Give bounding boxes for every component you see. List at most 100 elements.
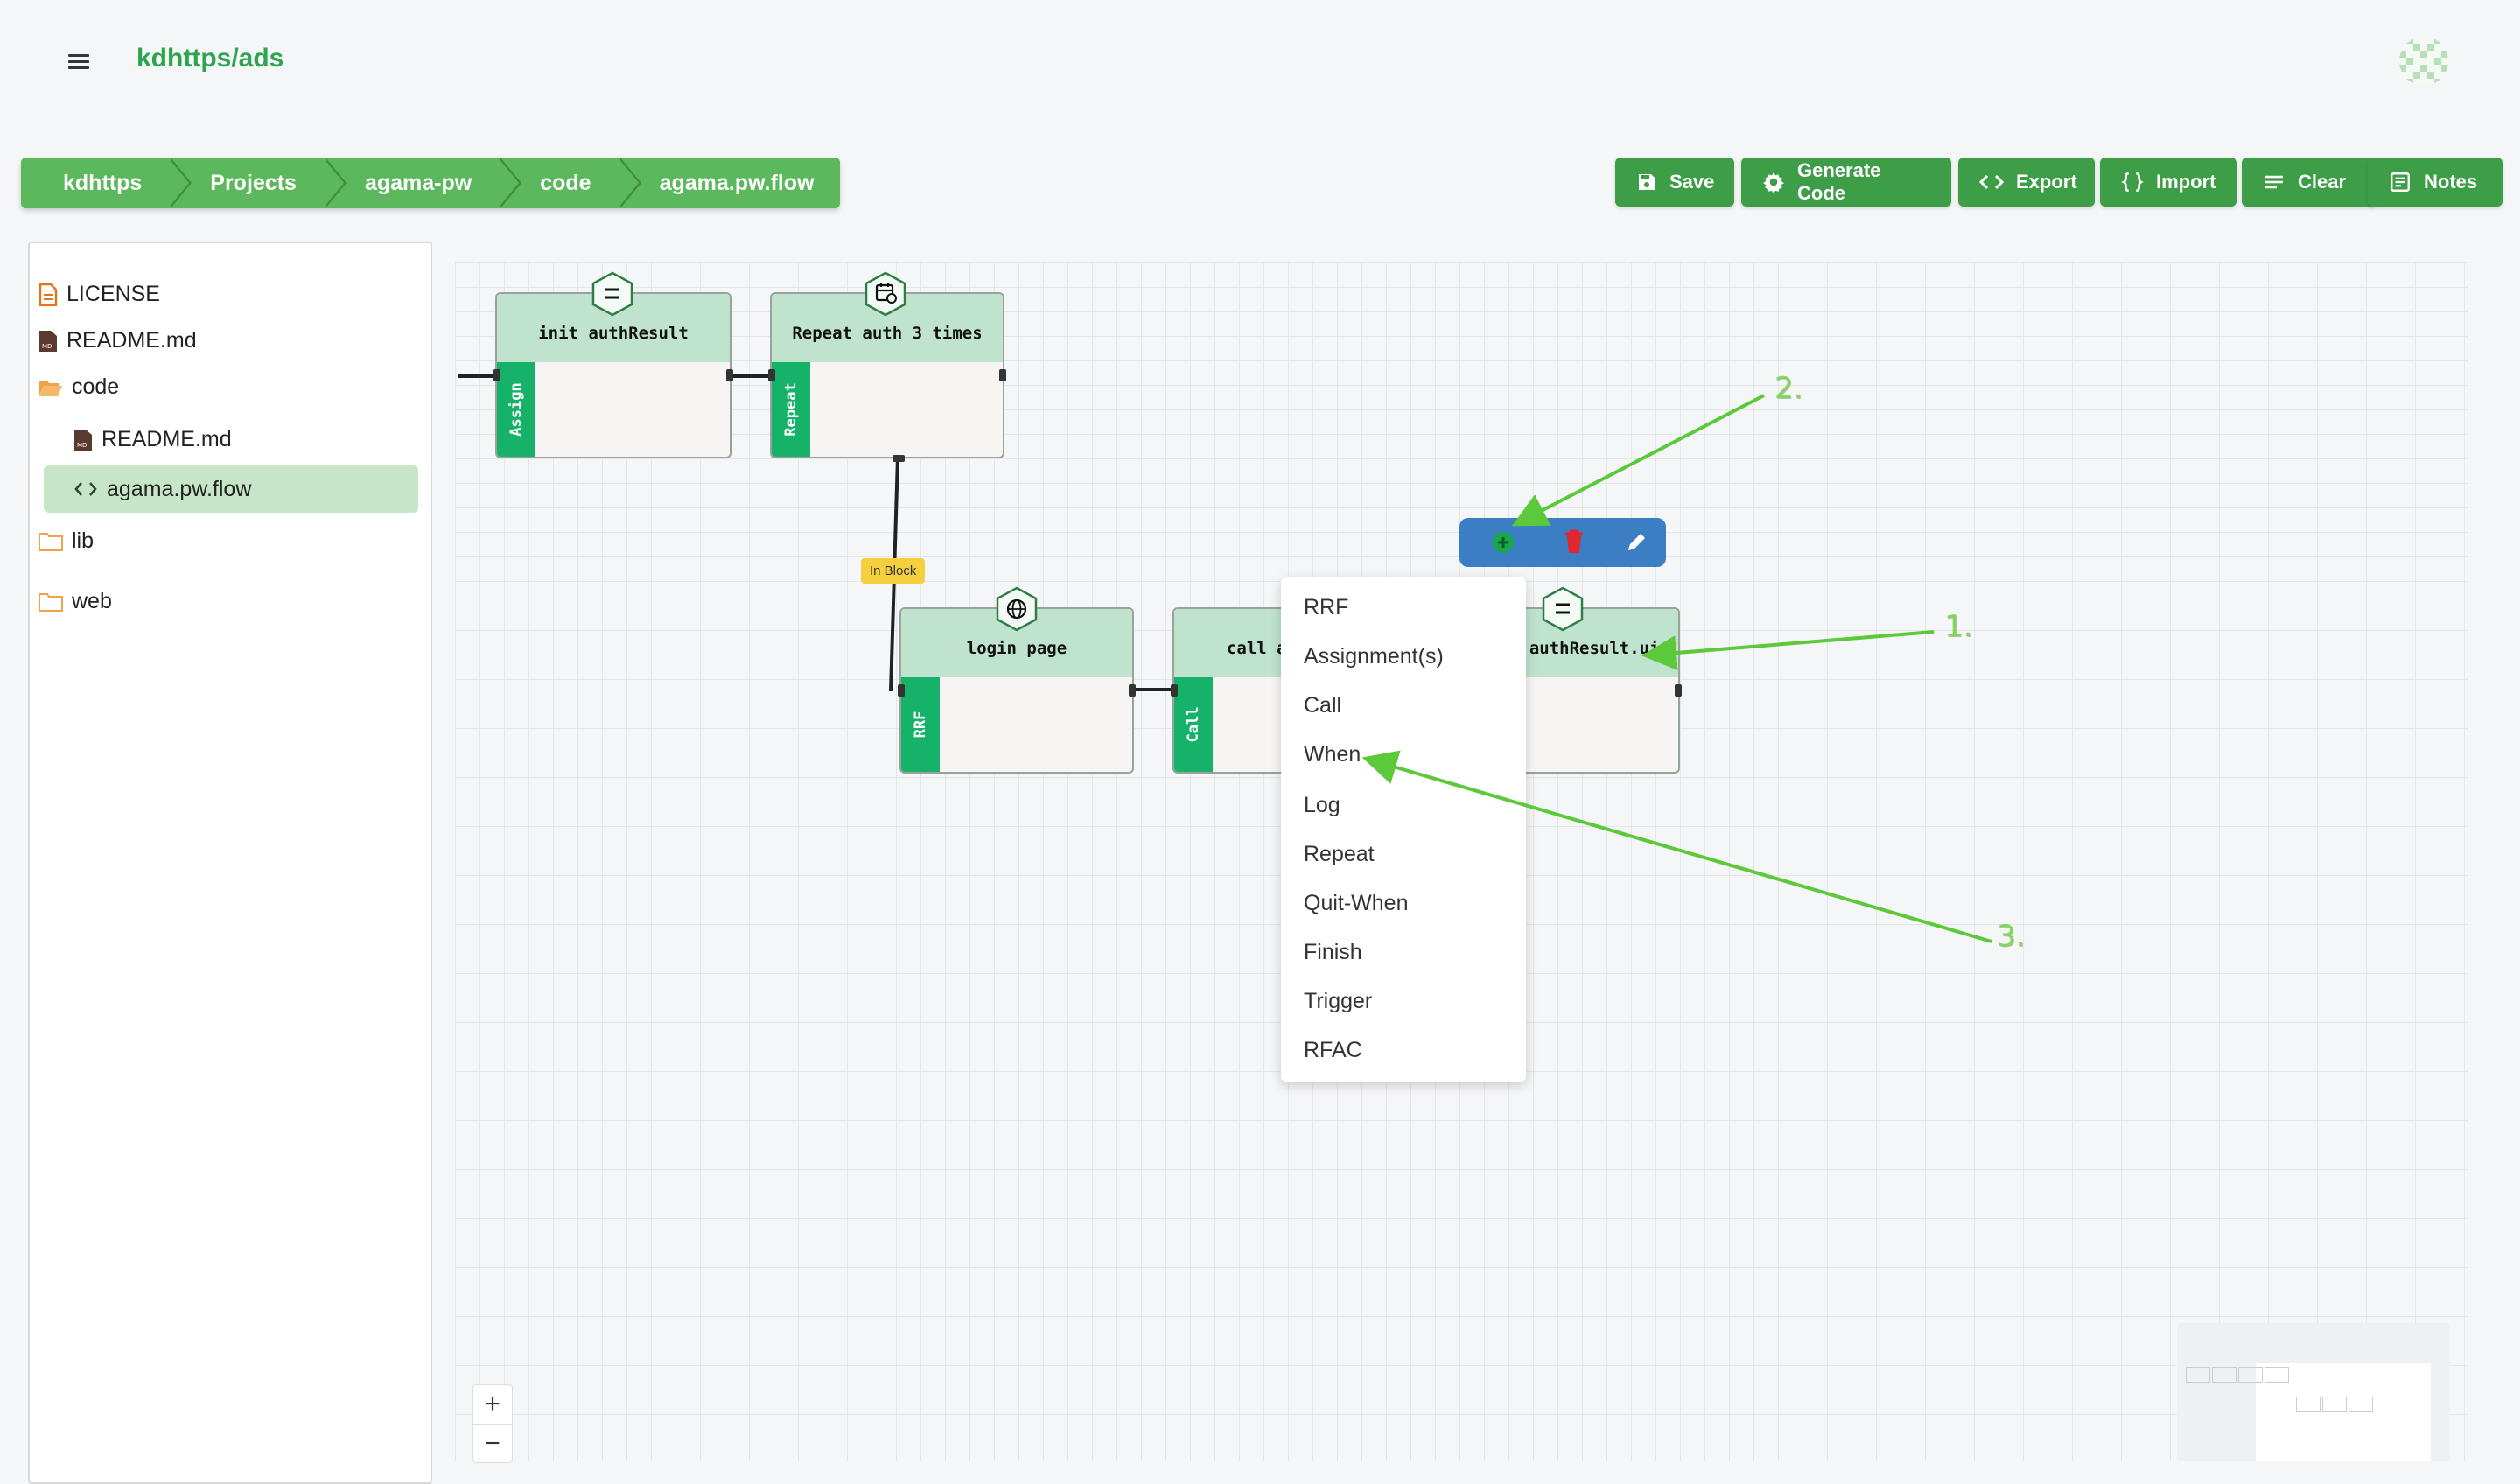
- edge-login-call: [1132, 688, 1174, 691]
- license-file-icon: [38, 283, 58, 306]
- trash-icon[interactable]: [1563, 528, 1586, 555]
- tree-item-flow-file[interactable]: agama.pw.flow: [44, 466, 418, 513]
- pencil-icon[interactable]: [1624, 530, 1648, 555]
- node-type-strip: Assign: [497, 362, 536, 457]
- menu-item-assignment[interactable]: Assignment(s): [1304, 644, 1444, 668]
- tree-item-code-folder[interactable]: code: [38, 374, 119, 400]
- tree-item-label: LICENSE: [66, 282, 160, 306]
- code-icon: [1979, 174, 2004, 190]
- tree-item-readme[interactable]: MD README.md: [38, 328, 197, 354]
- edge-start: [458, 374, 497, 378]
- flow-node-assign[interactable]: init authResult Assign: [494, 292, 733, 458]
- menu-item-trigger[interactable]: Trigger: [1304, 989, 1373, 1013]
- export-button[interactable]: Export: [1958, 158, 2095, 206]
- node-action-bar: [1460, 518, 1666, 567]
- breadcrumb-item-file[interactable]: agama.pw.flow: [617, 158, 841, 208]
- markdown-file-icon: MD: [39, 330, 57, 352]
- save-button[interactable]: Save: [1615, 158, 1734, 206]
- edge-badge: In Block: [861, 558, 926, 584]
- add-node-menu: RRF Assignment(s) Call When Log Repeat Q…: [1281, 578, 1526, 1082]
- add-node-icon[interactable]: [1491, 530, 1516, 555]
- node-type-strip: RRF: [901, 677, 940, 772]
- save-label: Save: [1670, 171, 1715, 192]
- node-type-strip: Call: [1174, 677, 1213, 772]
- svg-text:MD: MD: [42, 343, 52, 350]
- input-port[interactable]: [1171, 684, 1178, 696]
- breadcrumb-item-projects[interactable]: Projects: [168, 158, 346, 208]
- breadcrumb-item-kdhttps[interactable]: kdhttps: [21, 158, 192, 208]
- menu-item-log[interactable]: Log: [1304, 793, 1340, 817]
- flow-node-rrf[interactable]: login page RRF: [898, 607, 1136, 774]
- save-icon: [1639, 174, 1655, 190]
- output-port[interactable]: [1129, 684, 1136, 696]
- notes-label: Notes: [2424, 171, 2478, 192]
- tree-item-lib-folder[interactable]: lib: [38, 528, 94, 554]
- menu-icon[interactable]: [63, 49, 94, 75]
- app-title[interactable]: kdhttps/ads: [136, 44, 284, 73]
- node-title: login page: [966, 639, 1068, 658]
- minimap-node: [2264, 1367, 2289, 1382]
- tree-item-label: README.md: [102, 427, 232, 452]
- minimap-node: [2186, 1367, 2210, 1382]
- menu-item-quit-when[interactable]: Quit-When: [1304, 891, 1409, 915]
- input-port[interactable]: [768, 369, 775, 382]
- gear-icon: [1763, 172, 1784, 193]
- code-icon: [74, 482, 97, 496]
- equals-icon: [592, 271, 634, 317]
- node-type-label: Repeat: [782, 382, 800, 437]
- tree-item-label: README.md: [66, 328, 197, 353]
- equals-icon: [1542, 586, 1584, 632]
- tree-item-label: web: [72, 589, 112, 613]
- markdown-file-icon: MD: [74, 429, 92, 451]
- svg-text:MD: MD: [77, 442, 87, 449]
- tree-item-web-folder[interactable]: web: [38, 589, 112, 614]
- tree-item-code-readme[interactable]: MD README.md: [74, 427, 232, 452]
- node-type-strip: Repeat: [772, 362, 810, 457]
- generate-code-button[interactable]: Generate Code: [1741, 158, 1951, 206]
- input-port[interactable]: [494, 369, 500, 382]
- flow-node-repeat[interactable]: Repeat auth 3 times Repeat: [768, 292, 1006, 462]
- minimap-node: [2238, 1367, 2263, 1382]
- menu-item-repeat[interactable]: Repeat: [1304, 842, 1375, 866]
- clear-label: Clear: [2298, 171, 2347, 192]
- menu-item-finish[interactable]: Finish: [1304, 940, 1362, 964]
- node-title: Repeat auth 3 times: [792, 324, 983, 343]
- breadcrumb-item-project[interactable]: agama-pw: [322, 158, 522, 208]
- menu-item-rfac[interactable]: RFAC: [1304, 1038, 1362, 1062]
- annotation-2: 2.: [1774, 371, 1803, 406]
- generate-code-label: Generate Code: [1797, 159, 1881, 204]
- block-port[interactable]: [892, 455, 905, 462]
- notes-button[interactable]: Notes: [2368, 158, 2502, 206]
- output-port[interactable]: [999, 369, 1006, 382]
- node-type-label: Assign: [508, 382, 525, 437]
- avatar[interactable]: [2399, 37, 2448, 86]
- zoom-controls: + −: [472, 1384, 513, 1463]
- input-port[interactable]: [898, 684, 905, 696]
- zoom-out-button[interactable]: −: [485, 1429, 500, 1458]
- tree-item-license[interactable]: LICENSE: [38, 282, 160, 307]
- minimap-viewport: [2256, 1363, 2431, 1461]
- output-port[interactable]: [726, 369, 733, 382]
- output-port[interactable]: [1675, 684, 1682, 696]
- minimap-node: [2296, 1396, 2320, 1412]
- zoom-in-button[interactable]: +: [473, 1385, 512, 1424]
- folder-open-icon: [39, 380, 62, 396]
- minimap[interactable]: [2177, 1323, 2450, 1461]
- notes-icon: [2390, 172, 2410, 192]
- tree-item-label: code: [72, 374, 120, 399]
- minimap-node: [2322, 1396, 2347, 1412]
- file-tree-sidebar: LICENSE MD README.md code MD README.md a…: [28, 242, 432, 1484]
- clear-button[interactable]: Clear: [2242, 158, 2376, 206]
- globe-icon: [996, 586, 1038, 632]
- edge-assign-repeat: [733, 374, 774, 378]
- menu-item-rrf[interactable]: RRF: [1304, 595, 1349, 620]
- folder-icon: [38, 532, 63, 551]
- import-label: Import: [2156, 171, 2216, 192]
- import-button[interactable]: Import: [2100, 158, 2236, 206]
- menu-item-when[interactable]: When: [1304, 742, 1362, 766]
- breadcrumb: kdhttps Projects agama-pw code agama.pw.…: [21, 158, 841, 208]
- menu-item-call[interactable]: Call: [1304, 693, 1342, 718]
- node-type-label: RRF: [912, 710, 929, 738]
- braces-icon: [2121, 172, 2144, 192]
- top-bar: kdhttps/ads: [0, 0, 2520, 131]
